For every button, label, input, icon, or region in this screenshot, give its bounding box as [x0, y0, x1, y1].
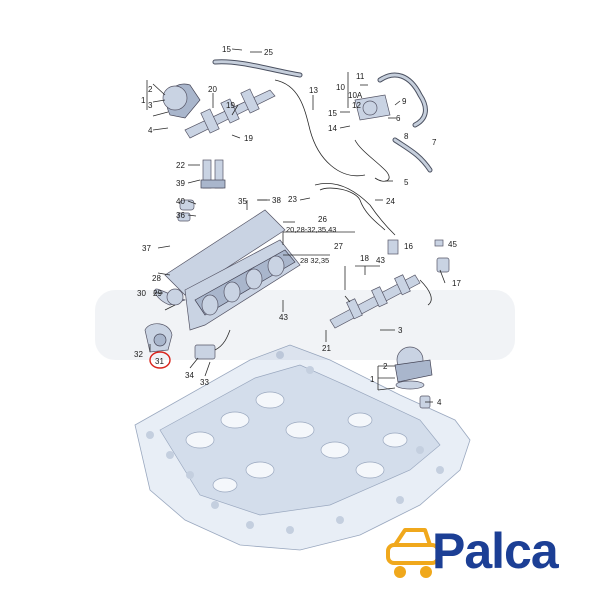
callout-36: 36	[176, 211, 185, 220]
callout-11: 11	[356, 72, 365, 81]
fuel-line-13	[274, 79, 396, 236]
callout-9: 9	[402, 97, 407, 106]
callout-2: 2	[148, 85, 153, 94]
callout-8: 8	[404, 132, 409, 141]
callout-37: 37	[142, 244, 151, 253]
callout-23: 23	[288, 195, 297, 204]
callout-19-b: 19	[244, 134, 253, 143]
car-logo-icon	[386, 528, 440, 578]
callout-12: 12	[352, 101, 361, 110]
fuel-rail-upper	[162, 59, 303, 139]
callout-22: 22	[176, 161, 185, 170]
callout-16: 16	[404, 242, 413, 251]
callout-33: 33	[200, 378, 209, 387]
vacuum-hose	[354, 72, 433, 182]
fuel-rail-lower	[329, 274, 432, 329]
highlight-circle	[149, 351, 171, 369]
callout-15: 15	[222, 45, 231, 54]
callout-2b: 2	[383, 362, 388, 371]
part-31-assembly	[144, 323, 231, 360]
callout-5: 5	[404, 178, 409, 187]
callout-4b: 4	[437, 398, 442, 407]
callout-18: 18	[360, 254, 369, 263]
callout-10a: 10A	[348, 91, 363, 100]
callout-10: 10	[336, 83, 345, 92]
callout-6: 6	[396, 114, 401, 123]
callout-14: 14	[328, 124, 337, 133]
hp-pump-lower	[394, 346, 433, 409]
callout-32: 32	[134, 350, 143, 359]
callout-34: 34	[185, 371, 194, 380]
callout-28: 28	[152, 274, 161, 283]
callout-21: 21	[322, 344, 331, 353]
callout-25: 25	[264, 48, 273, 57]
injector-cluster	[177, 159, 226, 222]
callout-45: 45	[448, 240, 457, 249]
engine-block	[134, 344, 471, 551]
callout-26-sub: 20,28-32,35,43	[286, 225, 336, 234]
callout-20: 20	[208, 85, 217, 94]
leader-lines	[146, 48, 446, 403]
callout-35: 35	[238, 197, 247, 206]
callout-26: 26	[318, 215, 327, 224]
callout-labels: 15 25 1 2 3 4 20 19 19 13 11 10 10A 12 1…	[134, 45, 461, 407]
callout-43: 43	[376, 256, 385, 265]
sensor-parts-right	[387, 239, 450, 273]
callout-4: 4	[148, 126, 153, 135]
callout-30: 30	[137, 289, 146, 298]
callout-19: 19	[226, 101, 235, 110]
callout-7: 7	[432, 138, 437, 147]
callout-29: 29	[153, 289, 162, 298]
callout-1: 1	[141, 96, 146, 105]
callout-3: 3	[148, 101, 153, 110]
callout-38: 38	[272, 196, 281, 205]
callout-43b: 43	[279, 313, 288, 322]
callout-40: 40	[176, 197, 185, 206]
callout-3b: 3	[398, 326, 403, 335]
callout-24: 24	[386, 197, 395, 206]
callout-1b: 1	[370, 375, 375, 384]
callout-39: 39	[176, 179, 185, 188]
callout-15b: 15	[328, 109, 337, 118]
brand-logo-text: Palca	[432, 523, 559, 579]
callout-13: 13	[309, 86, 318, 95]
callout-17: 17	[452, 279, 461, 288]
callout-27-sub: 28 32,35	[300, 256, 329, 265]
callout-31: 31	[155, 357, 164, 366]
callout-27: 27	[334, 242, 343, 251]
